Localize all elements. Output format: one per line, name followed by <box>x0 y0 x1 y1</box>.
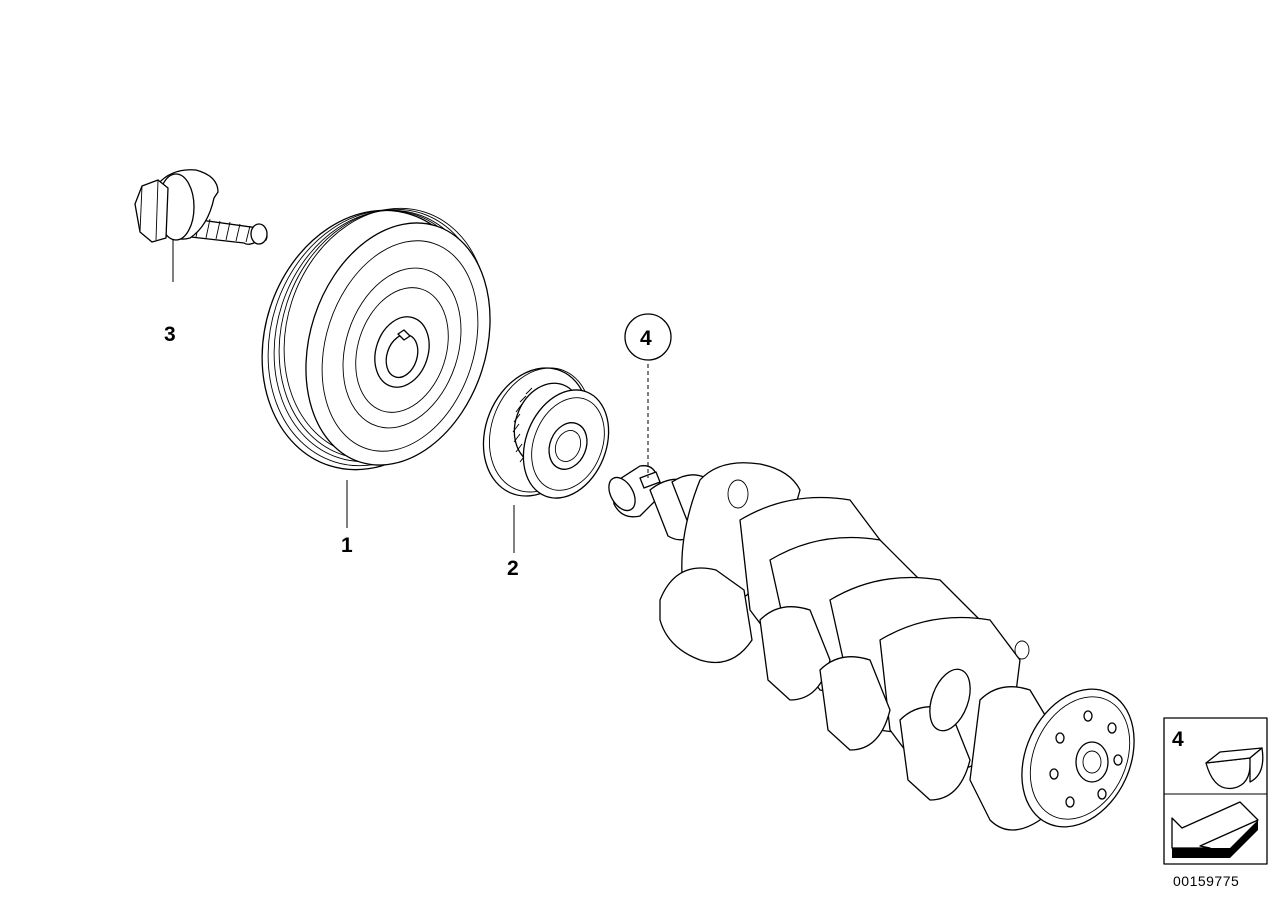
pulley-part[interactable] <box>229 182 520 498</box>
bolt-part[interactable] <box>134 169 268 245</box>
callout-1: 1 <box>341 534 353 557</box>
sprocket-part[interactable] <box>465 352 624 512</box>
woodruff-key-icon <box>1205 747 1264 790</box>
direction-arrow-icon <box>1171 801 1259 858</box>
callout-4: 4 <box>640 327 652 350</box>
crankshaft-part[interactable] <box>603 462 1155 846</box>
callout-3: 3 <box>164 323 176 346</box>
callout-2: 2 <box>507 557 519 580</box>
legend-box: 4 <box>1163 717 1268 865</box>
document-number: 00159775 <box>1173 873 1239 889</box>
legend-callout-4: 4 <box>1172 728 1184 751</box>
callout-4-circle <box>624 313 672 361</box>
